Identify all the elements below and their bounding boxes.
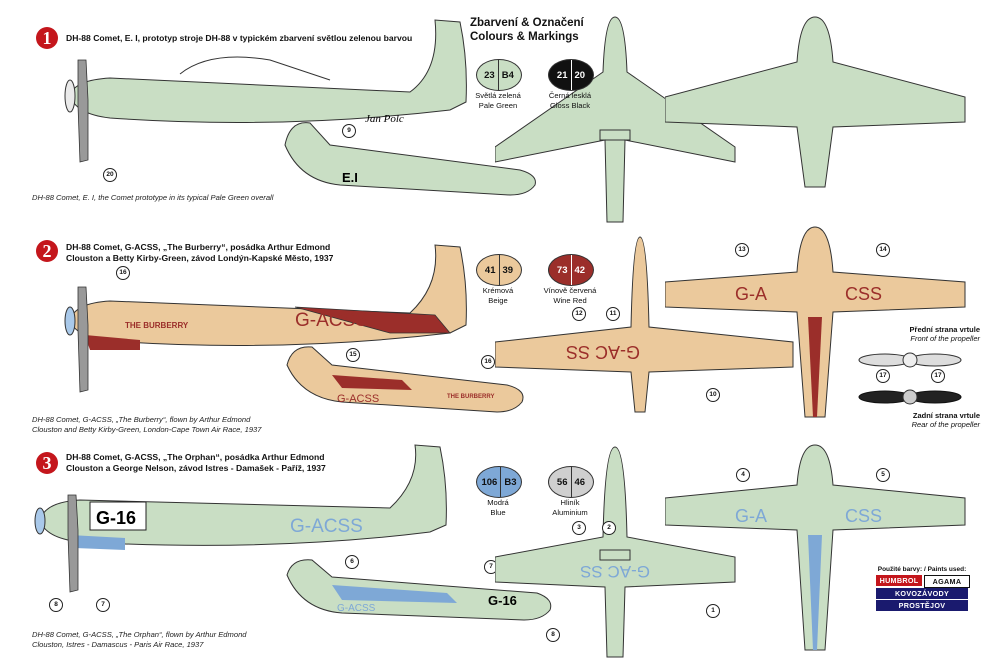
callout-s2-13: 13 [735, 243, 749, 257]
under-wing-code: G-AC SS [580, 562, 650, 581]
callout-s3-4: 4 [736, 468, 750, 482]
callout-s2-17a: 17 [876, 369, 890, 383]
fuselage-code: G-ACSS [290, 516, 363, 537]
callout-s3-6: 6 [345, 555, 359, 569]
scheme-1-caption: DH-88 Comet, E. I, the Comet prototype i… [32, 193, 274, 202]
fuselage-code: G-ACSS [337, 393, 379, 405]
kovozavody-logo-line2: PROSTĚJOV [876, 600, 968, 611]
fuselage-code: G-ACSS [295, 310, 368, 331]
humbrol-logo: HUMBROL [876, 575, 922, 586]
propeller-front-icon [858, 352, 962, 368]
scheme-2-plan-top: G-A CSS [665, 226, 966, 418]
callout-s2-14: 14 [876, 243, 890, 257]
scheme-1-plan-bottom [495, 16, 736, 223]
scheme-3-number: 3 [36, 452, 58, 474]
fuselage-code: G-ACSS [337, 603, 376, 614]
scheme-1-side-view: Jan Polc [64, 19, 467, 163]
race-number: G-16 [488, 593, 517, 608]
callout-s1-20: 20 [103, 168, 117, 182]
callout-s3-5: 5 [876, 468, 890, 482]
scheme-3-side-view: G-16 G-ACSS [34, 444, 447, 593]
agama-logo: AGAMA [924, 575, 970, 588]
nose-text: THE BURBERRY [125, 321, 189, 330]
legend-title-en: Colours & Markings [470, 31, 579, 43]
scheme-2-small-side: G-ACSS THE BURBERRY [286, 346, 524, 413]
callout-s2-12: 12 [572, 307, 586, 321]
callout-s3-3: 3 [572, 521, 586, 535]
callout-s3-1: 1 [706, 604, 720, 618]
wing-right: CSS [845, 506, 882, 526]
callout-s2-10: 10 [706, 388, 720, 402]
wing-left: G-A [735, 506, 767, 526]
callout-s1-9: 9 [342, 124, 356, 138]
callout-s2-11: 11 [606, 307, 620, 321]
scheme-1-small-side: E.I [284, 122, 536, 196]
callout-s3-8b: 8 [546, 628, 560, 642]
scheme-3-plan-top: G-A CSS [665, 444, 966, 651]
scheme-1-title: DH-88 Comet, E. I, prototyp stroje DH-88… [66, 33, 413, 43]
callout-s2-16: 16 [116, 266, 130, 280]
scheme-1-number: 1 [36, 27, 58, 49]
callout-s3-2: 2 [602, 521, 616, 535]
callout-s3-7: 7 [96, 598, 110, 612]
scheme-1-plan-top [665, 16, 966, 188]
propeller-rear-icon [858, 389, 962, 405]
scheme-2-side-view: THE BURBERRY G-ACSS [64, 244, 467, 393]
scheme-2-number: 2 [36, 240, 58, 262]
wing-left: G-A [735, 284, 767, 304]
race-number: G-16 [96, 508, 136, 528]
callout-s2-16b: 16 [481, 355, 495, 369]
nose-signature: Jan Polc [365, 113, 404, 125]
callout-s3-8: 8 [49, 598, 63, 612]
paints-used-label: Použité barvy: / Paints used: [877, 566, 967, 573]
scheme-3-caption: DH-88 Comet, G-ACSS, „The Orphan“, flown… [32, 630, 247, 649]
wing-right: CSS [845, 284, 882, 304]
callout-s2-17b: 17 [931, 369, 945, 383]
callout-s2-15: 15 [346, 348, 360, 362]
under-wing-code: G-AC SS [566, 342, 640, 362]
scheme-2-title: DH-88 Comet, G-ACSS, „The Burberry“, pos… [66, 242, 334, 263]
scheme-3-title: DH-88 Comet, G-ACSS, „The Orphan“, posád… [66, 452, 326, 473]
nose-text: THE BURBERRY [447, 394, 494, 400]
fuselage-code: E.I [342, 170, 358, 185]
fuselage [69, 19, 467, 123]
small-fuselage [284, 122, 536, 196]
scheme-2-plan-bottom: G-AC SS [495, 236, 794, 413]
kovozavody-logo-line1: KOVOZÁVODY [876, 588, 968, 599]
scheme-3-plan-bottom: G-AC SS [495, 446, 736, 658]
scheme-2-caption: DH-88 Comet, G-ACSS, „The Burberry“, flo… [32, 415, 262, 434]
legend-title-cz: Zbarvení & Označení [470, 17, 584, 29]
scheme-3-small-side: G-ACSS G-16 [286, 559, 552, 621]
